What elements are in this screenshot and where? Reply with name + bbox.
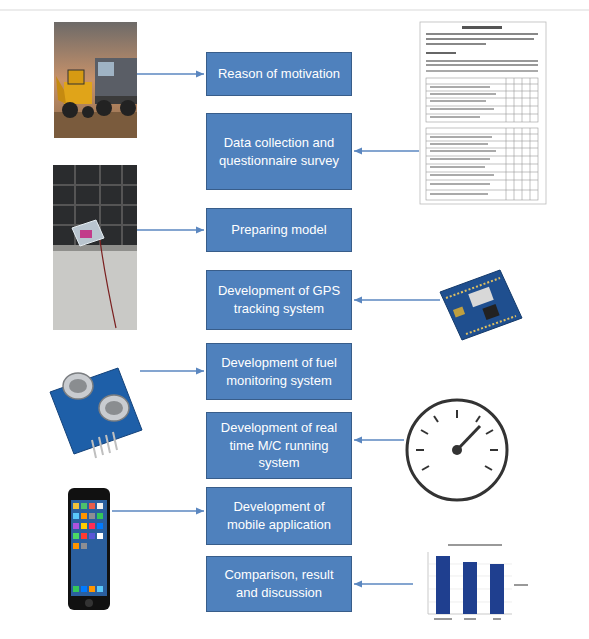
box-label: Development of real time M/C running sys… — [215, 419, 343, 472]
box-label: Preparing model — [231, 221, 326, 239]
process-box: Development of GPS tracking system — [206, 270, 352, 330]
box-label: Development of mobile application — [215, 498, 343, 533]
leader-arrow — [354, 150, 419, 151]
box-label: Development of GPS tracking system — [215, 282, 343, 317]
process-box: Comparison, result and discussion — [206, 556, 352, 612]
process-box: Development of mobile application — [206, 487, 352, 545]
process-box: Preparing model — [206, 208, 352, 252]
leader-arrow — [137, 229, 204, 230]
process-box: Development of fuel monitoring system — [206, 343, 352, 400]
box-label: Data collection and questionnaire survey — [215, 134, 343, 169]
box-label: Development of fuel monitoring system — [215, 354, 343, 389]
box-label: Comparison, result and discussion — [215, 566, 343, 601]
top-rule — [0, 10, 589, 11]
leader-arrow — [112, 510, 204, 511]
leader-arrow — [140, 370, 204, 371]
model-photo — [53, 165, 137, 330]
leader-arrow — [354, 439, 404, 440]
speedometer-icon — [407, 400, 507, 500]
leader-arrow — [354, 583, 413, 584]
bar-chart-thumbnail — [414, 540, 534, 626]
box-label: Reason of motivation — [218, 65, 340, 83]
process-box: Development of real time M/C running sys… — [206, 412, 352, 479]
process-box: Data collection and questionnaire survey — [206, 113, 352, 190]
leader-arrows — [112, 74, 440, 584]
phone-icon — [68, 488, 110, 610]
gps-board — [440, 270, 522, 340]
leader-arrow — [137, 73, 204, 74]
ultrasonic-sensor — [50, 368, 142, 458]
questionnaire-sheet — [420, 22, 546, 204]
machinery-photo — [54, 22, 137, 138]
process-box: Reason of motivation — [206, 52, 352, 96]
leader-arrow — [354, 299, 440, 300]
